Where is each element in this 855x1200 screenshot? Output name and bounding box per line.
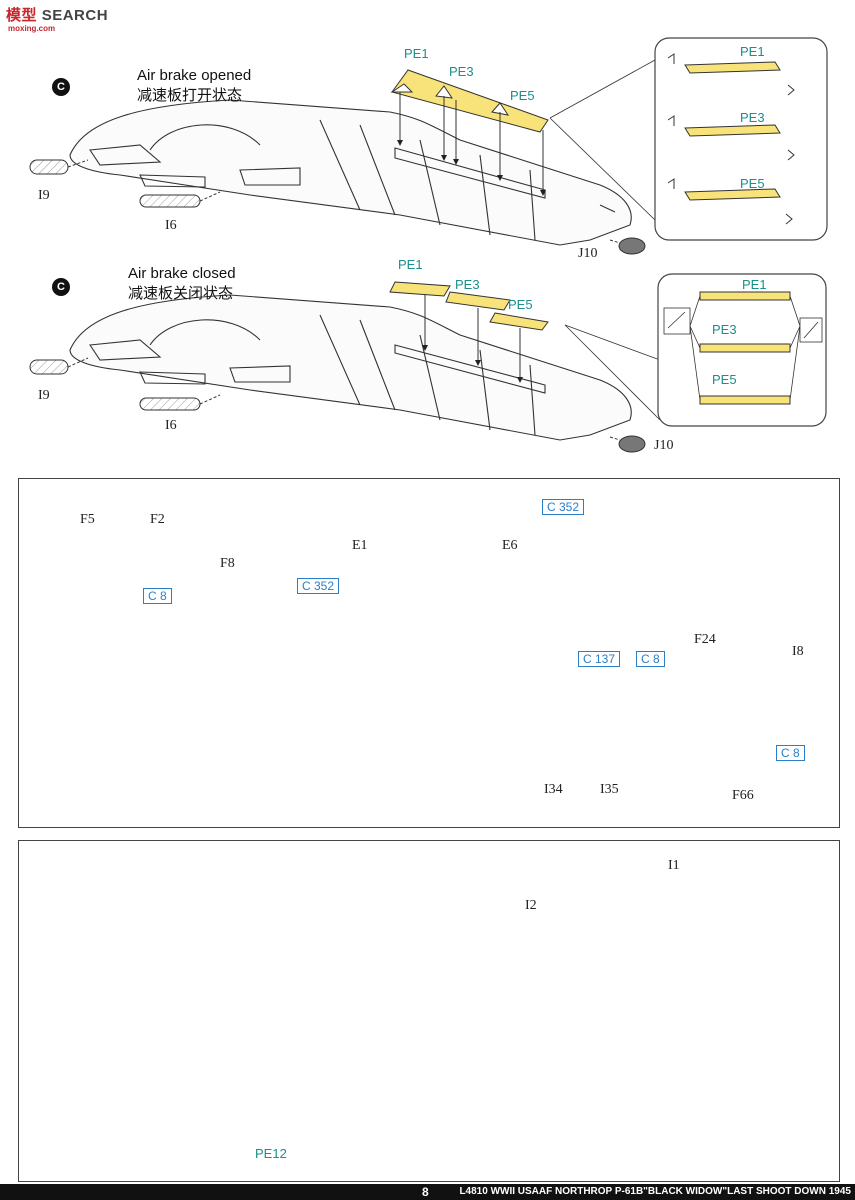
ref-c352-tail: C 352 <box>542 499 585 515</box>
wing-opened-drawing <box>69 99 632 246</box>
part-f2: F2 <box>150 512 165 527</box>
detail-panel-opened <box>654 37 828 241</box>
section-final-assembly-frame <box>18 840 840 1182</box>
part-j10-opened: J10 <box>578 246 598 261</box>
detail-pe5-opened: PE5 <box>740 176 765 191</box>
part-e1: E1 <box>352 538 368 553</box>
part-j10-closed: J10 <box>654 438 674 453</box>
part-i9-opened: I9 <box>38 188 50 203</box>
part-i6-opened: I6 <box>165 218 177 233</box>
part-i1: I1 <box>668 858 680 873</box>
ref-c8-wheel: C 8 <box>636 651 665 667</box>
part-pe12: PE12 <box>255 1146 287 1161</box>
footer-kit-title: L4810 WWII USAAF NORTHROP P-61B"BLACK WI… <box>459 1186 851 1197</box>
part-i34: I34 <box>544 782 563 797</box>
part-i8: I8 <box>792 644 804 659</box>
detail-pe1-opened: PE1 <box>740 44 765 59</box>
pe5-label-opened: PE5 <box>510 88 535 103</box>
pe1-label-closed: PE1 <box>398 257 423 272</box>
title-air-brake-opened-cn: 减速板打开状态 <box>137 87 243 104</box>
detail-pe3-opened: PE3 <box>740 110 765 125</box>
part-i35: I35 <box>600 782 619 797</box>
pe5-label-closed: PE5 <box>508 297 533 312</box>
part-f5: F5 <box>80 512 95 527</box>
pe3-label-closed: PE3 <box>455 277 480 292</box>
part-i9-closed: I9 <box>38 388 50 403</box>
part-f8: F8 <box>220 556 235 571</box>
title-air-brake-opened: Air brake opened <box>137 67 252 84</box>
part-i6-closed: I6 <box>165 418 177 433</box>
pe-strips-closed <box>389 281 549 331</box>
watermark-url: moxing.com <box>8 24 56 33</box>
detail-pe5-closed: PE5 <box>712 372 737 387</box>
title-air-brake-closed: Air brake closed <box>128 265 236 282</box>
detail-pe1-closed: PE1 <box>742 277 767 292</box>
page-number: 8 <box>422 1185 429 1199</box>
ref-c137: C 137 <box>578 651 621 667</box>
title-air-brake-closed-cn: 减速板关闭状态 <box>128 285 234 302</box>
part-i2: I2 <box>525 898 537 913</box>
wing-closed-drawing <box>69 294 632 441</box>
part-f66: F66 <box>732 788 754 803</box>
page-footer: 8 L4810 WWII USAAF NORTHROP P-61B"BLACK … <box>0 1184 855 1200</box>
ref-c352-boom: C 352 <box>297 578 340 594</box>
part-e6: E6 <box>502 538 518 553</box>
step-badge-opened: C <box>52 78 70 96</box>
ref-c8-strut: C 8 <box>776 745 805 761</box>
part-f24: F24 <box>694 632 716 647</box>
section-tail-gear-frame <box>18 478 840 828</box>
ref-c8-inset: C 8 <box>143 588 172 604</box>
detail-pe3-closed: PE3 <box>712 322 737 337</box>
step-badge-closed: C <box>52 278 70 296</box>
watermark-logo: 模型 SEARCH <box>6 7 109 24</box>
pe3-label-opened: PE3 <box>449 64 474 79</box>
pe1-label-opened: PE1 <box>404 46 429 61</box>
